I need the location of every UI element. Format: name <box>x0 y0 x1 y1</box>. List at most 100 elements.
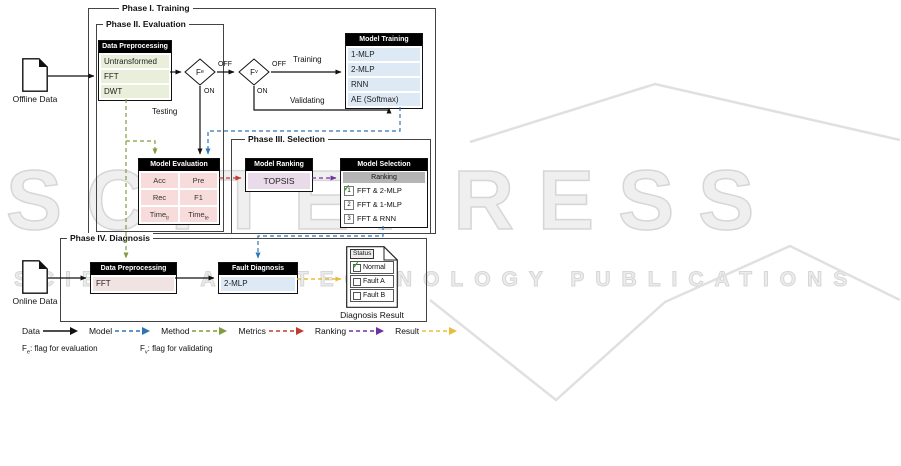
footnote-fe-base: F <box>22 344 27 353</box>
footnote-fv-base: F <box>140 344 145 353</box>
model-ranking-box: Model Ranking TOPSIS <box>245 158 313 192</box>
diagnosis-result-caption: Diagnosis Result <box>340 310 404 320</box>
fault-a-label: Fault A <box>363 278 385 285</box>
footnote-fe-sub: e <box>26 349 30 356</box>
fault-diagnosis-box: Fault Diagnosis 2-MLP <box>218 262 298 294</box>
metric-time-te-sub: te <box>204 215 209 222</box>
fault-a-checkbox <box>353 277 361 286</box>
model-evaluation-box: Model Evaluation Acc Pre Rec F1 Timetr T… <box>138 158 220 225</box>
rank-1-label: FFT & 2-MLP <box>357 186 402 195</box>
diamond-shape <box>184 58 216 86</box>
topsis-item: TOPSIS <box>248 173 310 189</box>
fe-on-label: ON <box>204 88 215 95</box>
legend-item-data: Data <box>22 326 79 336</box>
legend-item-result: Result <box>395 326 458 336</box>
status-row-fault-a: Fault A <box>350 275 394 288</box>
legend-item-method: Method <box>161 326 228 336</box>
metric-time-te: Timete <box>180 207 217 222</box>
offline-data-document-icon <box>22 58 48 92</box>
phase3-label: Phase III. Selection <box>245 134 329 144</box>
phase4-frame: Phase IV. Diagnosis <box>60 233 427 322</box>
data-preprocessing-train-header: Data Preprocessing <box>99 41 171 53</box>
model-evaluation-header: Model Evaluation <box>139 159 219 171</box>
metric-time-tr: Timetr <box>141 207 178 222</box>
legend-method-label: Method <box>161 326 190 336</box>
metric-rec-text: Rec <box>152 193 167 202</box>
model-item-rnn: RNN <box>348 78 420 91</box>
footnote-fv-text: : flag for validating <box>147 344 213 353</box>
selected-check-icon: ✓ <box>343 183 351 193</box>
metric-acc-text: Acc <box>153 176 166 185</box>
fv-sub: v <box>255 69 258 75</box>
legend-ranking-label: Ranking <box>314 326 347 336</box>
selection-row-1: ✓ 1 FFT & 2-MLP <box>343 183 424 197</box>
status-row-normal: ✓ Normal <box>350 260 394 274</box>
data-preprocessing-diag-box: Data Preprocessing FFT <box>90 262 177 294</box>
legend-data-arrow-icon <box>42 327 78 335</box>
legend-result-label: Result <box>395 326 420 336</box>
footnote-fv-sub: v <box>144 349 148 356</box>
online-data-document-icon <box>22 260 48 294</box>
legend-model-arrow-icon <box>115 327 151 335</box>
phase4-label: Phase IV. Diagnosis <box>67 233 153 243</box>
rank-2-box: 2 <box>344 199 354 210</box>
online-data-label: Online Data <box>12 296 58 306</box>
watermark-zigzag-top <box>469 82 901 144</box>
metric-pre: Pre <box>180 173 217 188</box>
fe-sub: e <box>200 69 204 75</box>
rank-1-box: 1 <box>344 185 354 196</box>
selection-row-3: 3 FFT & RNN <box>344 212 424 225</box>
offline-data-label: Offline Data <box>12 94 58 104</box>
phase2-label: Phase II. Evaluation <box>103 19 189 29</box>
training-flow-label: Training <box>293 55 322 64</box>
preprocessing-item-untransformed: Untransformed <box>101 55 169 68</box>
selection-row-2: 2 FFT & 1-MLP <box>344 198 424 211</box>
diamond-shape <box>238 58 270 86</box>
model-training-box: Model Training 1-MLP 2-MLP RNN AE (Softm… <box>345 33 423 109</box>
model-selection-header: Model Selection <box>341 159 427 171</box>
status-row-fault-b: Fault B <box>350 289 394 302</box>
model-item-ae: AE (Softmax) <box>348 93 420 106</box>
fault-b-checkbox <box>353 291 361 300</box>
phase1-label: Phase I. Training <box>119 3 193 13</box>
preprocessing-item-dwt: DWT <box>101 85 169 98</box>
model-item-1mlp: 1-MLP <box>348 48 420 61</box>
legend-item-ranking: Ranking <box>315 326 385 336</box>
footnote-fe: Fe: flag for evaluation <box>22 344 98 356</box>
diagnosis-result-document: Status ✓ Normal Fault A Fault B <box>346 246 398 308</box>
data-preprocessing-diag-header: Data Preprocessing <box>91 263 176 275</box>
legend-data-label: Data <box>22 326 40 336</box>
legend-item-metrics: Metrics <box>238 326 304 336</box>
rank-3-box: 3 <box>344 213 354 224</box>
rank-3-label: FFT & RNN <box>357 214 397 223</box>
model-selection-box: Model Selection Ranking ✓ 1 FFT & 2-MLP … <box>340 158 428 228</box>
diag-item-fft: FFT <box>93 277 174 291</box>
legend: Data Model Method Metrics <box>22 326 458 336</box>
metric-rec: Rec <box>141 190 178 205</box>
metrics-grid: Acc Pre Rec F1 Timetr Timete <box>139 171 219 222</box>
metric-f1-text: F1 <box>194 193 203 202</box>
fault-b-label: Fault B <box>363 292 386 299</box>
fault-diagnosis-header: Fault Diagnosis <box>219 263 297 275</box>
normal-check-icon: ✓ <box>352 260 360 270</box>
legend-metrics-arrow-icon <box>268 327 304 335</box>
normal-checkbox <box>353 263 361 272</box>
fe-base: F <box>196 67 201 77</box>
diag-item-2mlp: 2-MLP <box>221 277 295 291</box>
fe-off-label: OFF <box>218 61 232 68</box>
metric-pre-text: Pre <box>192 176 205 185</box>
rank-2-label: FFT & 1-MLP <box>357 200 402 209</box>
watermark-zigzag-bottom <box>429 244 901 402</box>
status-tag: Status <box>350 249 375 259</box>
footnote-fe-text: : flag for evaluation <box>29 344 98 353</box>
metric-time-tr-sub: tr <box>166 215 170 222</box>
ranking-subheader: Ranking <box>343 172 425 183</box>
data-preprocessing-train-box: Data Preprocessing Untransformed FFT DWT <box>98 40 172 101</box>
legend-metrics-label: Metrics <box>238 326 266 336</box>
metric-acc: Acc <box>141 173 178 188</box>
